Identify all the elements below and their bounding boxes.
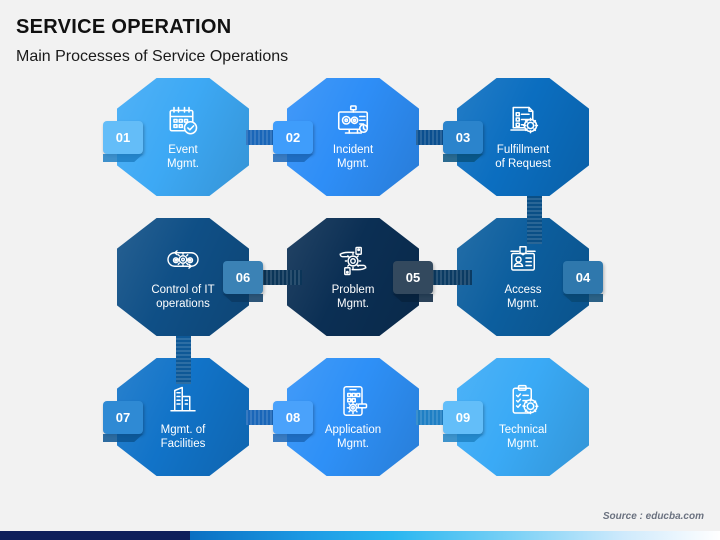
process-node-08[interactable]: Application Mgmt. 08 (273, 358, 419, 476)
page-subtitle: Main Processes of Service Operations (16, 48, 289, 65)
clipboard-gear-icon (504, 383, 542, 419)
monitor-gears-icon (334, 103, 372, 139)
bottom-bar-navy (0, 531, 190, 540)
node-badge-04[interactable]: 04 (563, 261, 603, 302)
node-label-01: Event Mgmt. (167, 144, 199, 170)
gears-cycle-icon (164, 243, 202, 279)
node-badge-03[interactable]: 03 (443, 121, 483, 162)
badge-number-01: 01 (115, 130, 131, 145)
node-badge-06[interactable]: 06 (223, 261, 263, 302)
mobile-gear-icon (334, 383, 372, 419)
hands-gear-icon (334, 243, 372, 279)
node-badge-02[interactable]: 02 (273, 121, 313, 162)
node-label-04: Access Mgmt. (504, 284, 542, 310)
node-badge-01[interactable]: 01 (103, 121, 143, 162)
process-node-02[interactable]: Incident Mgmt. 02 (273, 78, 419, 196)
node-label-07: Mgmt. of Facilities (160, 424, 206, 450)
badge-number-05: 05 (405, 270, 421, 285)
node-badge-09[interactable]: 09 (443, 401, 483, 442)
node-label-06: Control of IT operations (151, 284, 215, 310)
process-node-05[interactable]: Problem Mgmt. 05 (287, 218, 433, 336)
document-gear-icon (504, 103, 542, 139)
page-title: SERVICE OPERATION (16, 16, 232, 38)
node-badge-08[interactable]: 08 (273, 401, 313, 442)
node-label-02: Incident Mgmt. (332, 144, 374, 170)
process-node-03[interactable]: Fulfillment of Request 03 (443, 78, 589, 196)
badge-number-08: 08 (285, 410, 301, 425)
process-diagram: Event Mgmt. 01 (0, 78, 720, 503)
badge-number-09: 09 (455, 410, 471, 425)
badge-number-04: 04 (575, 270, 591, 285)
process-node-09[interactable]: Technical Mgmt. 09 (443, 358, 589, 476)
building-icon (164, 383, 202, 419)
node-badge-05[interactable]: 05 (393, 261, 433, 302)
node-badge-07[interactable]: 07 (103, 401, 143, 442)
bottom-accent-bar (0, 531, 720, 540)
bottom-bar-gradient (190, 531, 720, 540)
badge-number-02: 02 (285, 130, 301, 145)
badge-number-06: 06 (235, 270, 251, 285)
node-label-08: Application Mgmt. (324, 424, 382, 450)
id-card-icon (504, 243, 542, 279)
connector-06-07 (176, 336, 191, 384)
process-node-06[interactable]: Control of IT operations 06 (117, 218, 263, 336)
badge-number-07: 07 (115, 410, 131, 425)
node-label-03: Fulfillment of Request (495, 144, 551, 170)
node-label-05: Problem Mgmt. (331, 284, 375, 310)
calendar-check-icon (164, 103, 202, 139)
connector-03-04 (527, 196, 542, 244)
source-label: Source : educba.com (602, 511, 704, 522)
node-label-09: Technical Mgmt. (499, 424, 547, 450)
badge-number-03: 03 (455, 130, 471, 145)
process-node-04[interactable]: Access Mgmt. 04 (457, 218, 603, 336)
process-node-01[interactable]: Event Mgmt. 01 (103, 78, 249, 196)
